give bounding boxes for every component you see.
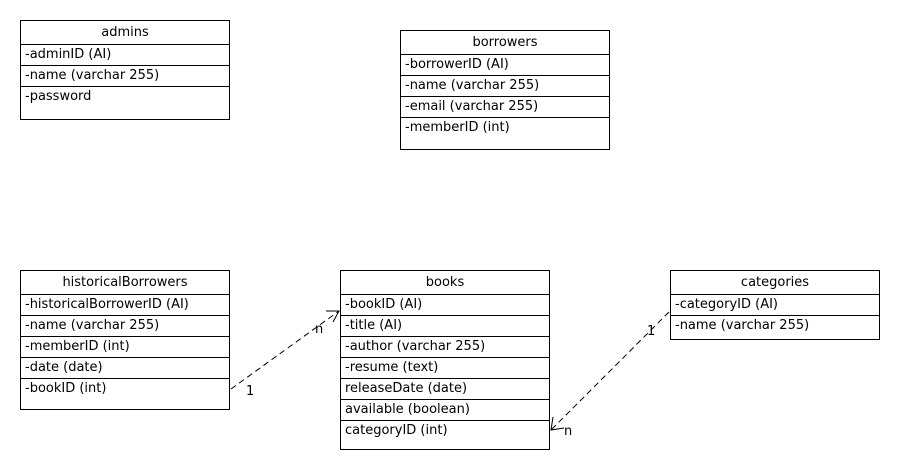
relation-line xyxy=(230,310,340,390)
relation-arrowhead xyxy=(550,416,565,431)
source-multiplicity: 1 xyxy=(246,384,254,399)
entity-categories: categories -categoryID (AI) -name (varch… xyxy=(670,270,880,340)
attribute-author: -author (varchar 255) xyxy=(341,337,549,358)
attribute-title: -title (AI) xyxy=(341,316,549,337)
attribute-password: -password xyxy=(25,89,92,104)
attribute-release-date: releaseDate (date) xyxy=(341,379,549,400)
entity-title: admins xyxy=(21,21,229,45)
entity-title: books xyxy=(341,271,549,295)
attribute-name: -name (varchar 255) xyxy=(401,76,609,97)
attribute-list: -adminID (AI) -name (varchar 255) -passw… xyxy=(21,45,229,107)
attribute-list: -borrowerID (AI) -name (varchar 255) -em… xyxy=(401,55,609,138)
attribute-book-id: -bookID (AI) xyxy=(341,295,549,316)
entity-title: borrowers xyxy=(401,31,609,55)
entity-title: categories xyxy=(671,271,879,295)
target-multiplicity: n xyxy=(315,322,323,337)
relation-line xyxy=(550,311,670,431)
attribute-list: -bookID (AI) -title (AI) -author (varcha… xyxy=(341,295,549,441)
target-multiplicity: n xyxy=(564,424,572,439)
attribute-list: -historicalBorrowerID (AI) -name (varcha… xyxy=(21,295,229,399)
attribute-available: available (boolean) xyxy=(341,400,549,421)
attribute-category-id: -categoryID (AI) xyxy=(671,295,879,316)
relation-categories-to-books: 1 n xyxy=(550,311,670,439)
attribute-name: -name (varchar 255) xyxy=(21,316,229,337)
attribute-borrower-id: -borrowerID (AI) xyxy=(401,55,609,76)
attribute-resume: -resume (text) xyxy=(341,358,549,379)
attribute-name: -name (varchar 255) xyxy=(675,318,810,333)
attribute-list: -categoryID (AI) -name (varchar 255) xyxy=(671,295,879,336)
relation-historical-to-books: 1 n xyxy=(230,310,340,399)
source-multiplicity: 1 xyxy=(647,324,655,339)
entity-historical-borrowers: historicalBorrowers -historicalBorrowerI… xyxy=(20,270,230,410)
entity-title: historicalBorrowers xyxy=(21,271,229,295)
attribute-date: -date (date) xyxy=(21,358,229,379)
attribute-historical-borrower-id: -historicalBorrowerID (AI) xyxy=(21,295,229,316)
attribute-name: -name (varchar 255) xyxy=(21,66,229,87)
relation-arrowhead xyxy=(326,310,340,323)
entity-borrowers: borrowers -borrowerID (AI) -name (varcha… xyxy=(400,30,610,150)
attribute-category-id: categoryID (int) xyxy=(345,423,448,438)
attribute-email: -email (varchar 255) xyxy=(401,97,609,118)
entity-admins: admins -adminID (AI) -name (varchar 255)… xyxy=(20,20,230,120)
entity-books: books -bookID (AI) -title (AI) -author (… xyxy=(340,270,550,450)
attribute-member-id: -memberID (int) xyxy=(405,120,510,135)
attribute-member-id: -memberID (int) xyxy=(21,337,229,358)
attribute-admin-id: -adminID (AI) xyxy=(21,45,229,66)
attribute-book-id: -bookID (int) xyxy=(25,381,107,396)
